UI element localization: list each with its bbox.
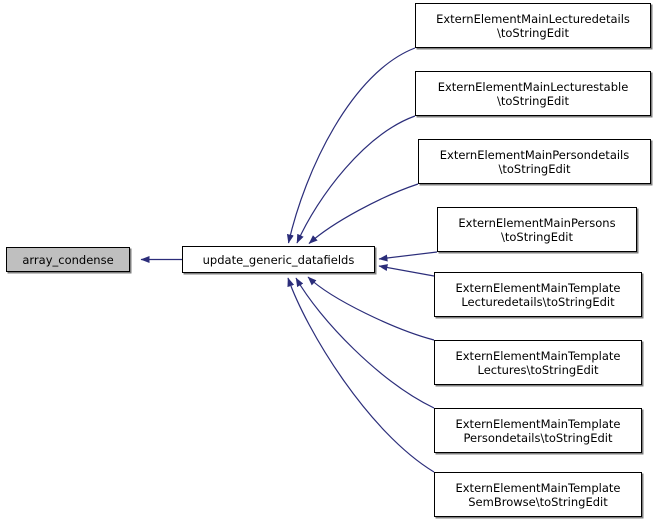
- node-label: array_condense: [22, 252, 114, 267]
- node-array-condense[interactable]: array_condense: [6, 247, 130, 272]
- edge-caller1-to-update: [286, 47, 416, 244]
- node-extern-element-main-lecturestable[interactable]: ExternElementMainLecturestable \toString…: [415, 71, 651, 116]
- node-label: ExternElementMainTemplate SemBrowse\toSt…: [455, 480, 621, 509]
- node-extern-element-main-template-persondetails[interactable]: ExternElementMainTemplate Persondetails\…: [434, 408, 642, 453]
- node-extern-element-main-template-sembrowse[interactable]: ExternElementMainTemplate SemBrowse\toSt…: [434, 472, 642, 517]
- node-label: ExternElementMainLecturestable \toString…: [437, 79, 629, 108]
- edge-caller8-to-update: [287, 277, 435, 473]
- edge-caller2-to-update: [296, 115, 416, 244]
- node-extern-element-main-template-lecturedetails[interactable]: ExternElementMainTemplate Lecturedetails…: [434, 272, 642, 317]
- edge-caller6-to-update: [307, 276, 435, 341]
- node-update-generic-datafields[interactable]: update_generic_datafields: [182, 246, 375, 273]
- node-extern-element-main-template-lectures[interactable]: ExternElementMainTemplate Lectures\toStr…: [434, 340, 642, 385]
- node-label: ExternElementMainTemplate Lectures\toStr…: [455, 348, 621, 377]
- edge-caller5-to-update: [378, 264, 435, 277]
- node-label: ExternElementMainTemplate Lecturedetails…: [455, 280, 621, 309]
- node-label: ExternElementMainPersondetails \toString…: [439, 147, 630, 176]
- node-extern-element-main-persondetails[interactable]: ExternElementMainPersondetails \toString…: [418, 139, 651, 184]
- node-label: ExternElementMainTemplate Persondetails\…: [455, 416, 621, 445]
- node-extern-element-main-lecturedetails[interactable]: ExternElementMainLecturedetails \toStrin…: [415, 3, 651, 48]
- edge-caller4-to-update: [378, 251, 438, 262]
- node-label: ExternElementMainLecturedetails \toStrin…: [436, 11, 630, 40]
- node-label: update_generic_datafields: [202, 252, 355, 267]
- edge-caller3-to-update: [308, 183, 419, 244]
- edge-caller7-to-update: [295, 277, 435, 409]
- node-label: ExternElementMainPersons \toStringEdit: [458, 215, 616, 244]
- node-extern-element-main-persons[interactable]: ExternElementMainPersons \toStringEdit: [437, 207, 637, 252]
